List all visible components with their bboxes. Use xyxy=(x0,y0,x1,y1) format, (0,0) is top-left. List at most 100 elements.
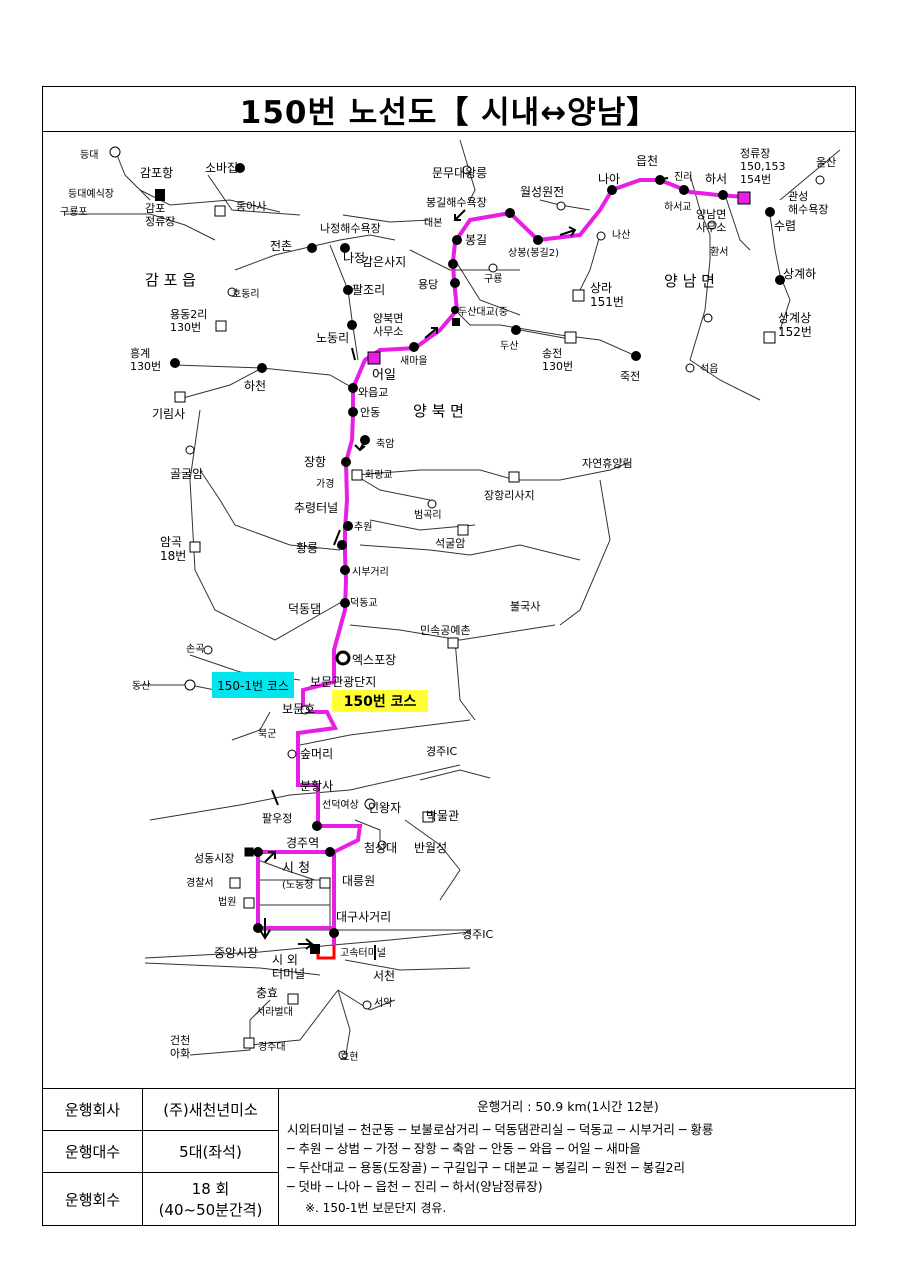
stop-hwangryong[interactable] xyxy=(337,540,347,550)
map-label-jukjeon: 죽전 xyxy=(620,370,640,383)
bus-route-150 xyxy=(256,178,746,945)
map-label-seoak: 서악 xyxy=(374,997,392,1009)
map-label-najeong: 나정 xyxy=(343,251,365,265)
map-label-jeonchon: 전촌 xyxy=(270,239,292,253)
map-label-hyohyeon: 효현 xyxy=(340,1051,358,1063)
stop-waeup[interactable] xyxy=(348,383,358,393)
sub-course-label-bg xyxy=(212,672,294,698)
map-label-songok: 손곡 xyxy=(186,643,204,655)
map-label-bomunho: 보문호 xyxy=(282,702,315,716)
sub-course-label: 150-1번 코스 xyxy=(217,679,289,693)
map-label-daereungwon: 대릉원 xyxy=(342,874,375,888)
map-label-sangbong: 상봉(봉길2) xyxy=(508,246,559,259)
stop-naa[interactable] xyxy=(607,185,617,195)
stop-bonggil[interactable] xyxy=(452,235,462,245)
map-label-bulguksa: 불국사 xyxy=(510,600,540,613)
map-label-waeupgyo: 와읍교 xyxy=(358,386,388,399)
stop-sibu[interactable] xyxy=(340,565,350,575)
route-details: 운행거리 : 50.9 km(1시간 12분) 시외터미널 ─ 천군동 ─ 보불… xyxy=(279,1089,855,1225)
stop-sangbong[interactable] xyxy=(533,235,543,245)
stop-janghang[interactable] xyxy=(341,457,351,467)
seongdong-square xyxy=(244,847,254,857)
map-label-nodongni: 노동리 xyxy=(316,331,349,345)
map-label-banwolseong: 반월성 xyxy=(414,841,447,855)
trips-label: 운행회수 xyxy=(43,1173,143,1225)
map-label-eupcheon: 읍천 xyxy=(636,153,658,168)
stop-seongdong[interactable] xyxy=(253,847,263,857)
map-label-sobajip: 소바집 xyxy=(205,161,238,175)
stop-haseo[interactable] xyxy=(718,190,728,200)
map-label-bonggil: 봉길 xyxy=(465,233,487,247)
map-label-ulsan: 울산 xyxy=(816,156,836,169)
map-label-gyeongju_st: 경주역 xyxy=(286,836,319,850)
map-label-dongsan: 동산 xyxy=(132,680,150,692)
route-line-2: ─ 추원 ─ 상범 ─ 가정 ─ 장항 ─ 축암 ─ 안동 ─ 와읍 ─ 어일 … xyxy=(287,1141,641,1156)
trips-interval: (40~50분간격) xyxy=(158,1201,263,1219)
stop-gyeongju-st[interactable] xyxy=(325,847,335,857)
stop-chugam[interactable] xyxy=(360,435,370,445)
stop-saemaeul[interactable] xyxy=(409,342,419,352)
map-label-deungdaesingseok: 등대예식장 xyxy=(68,188,114,200)
stop-jinri[interactable] xyxy=(679,185,689,195)
map-label-yangnam: 양 남 면 xyxy=(664,272,715,290)
map-label-deokdonggyo: 덕동교 xyxy=(350,597,378,609)
map-label-deungdae: 등대 xyxy=(80,149,98,161)
main-course-label: 150번 코스 xyxy=(344,694,417,710)
stop-yongdang[interactable] xyxy=(450,278,460,288)
map-label-jungang: 중앙시장 xyxy=(214,946,258,960)
main-course-label-bg xyxy=(332,690,428,712)
map-label-seondeok: 선덕여상 xyxy=(322,799,359,811)
operator-label: 운행회사 xyxy=(43,1089,143,1131)
map-label-hwanseo: 환서 xyxy=(710,246,728,258)
stop-wolseong[interactable] xyxy=(505,208,515,218)
map-label-gagyeong: 가경 xyxy=(316,477,334,490)
map-label-gyeongjudae: 경주대 xyxy=(258,1040,286,1053)
map-label-supmeori: 숲머리 xyxy=(300,747,333,761)
stop-terminal[interactable] xyxy=(329,928,339,938)
stop-gameunsaji[interactable] xyxy=(448,259,458,269)
stop-andong[interactable] xyxy=(348,407,358,417)
stop-deokdong[interactable] xyxy=(340,598,350,608)
dusan-square xyxy=(452,318,460,326)
bus-stops xyxy=(170,163,785,938)
stop-palucheong[interactable] xyxy=(312,821,322,831)
route-note: ※. 150-1번 보문단지 경유. xyxy=(305,1201,447,1215)
map-label-chunghyo: 충효 xyxy=(256,986,278,1000)
stop-chuwon[interactable] xyxy=(343,521,353,531)
map-label-sureom: 수렴 xyxy=(774,219,796,233)
route-line-4: ─ 덧바 ─ 나아 ─ 읍천 ─ 진리 ─ 하서(양남정류장) xyxy=(287,1179,543,1194)
map-label-andong: 안동 xyxy=(360,406,380,419)
map-label-gupo: 구룡포 xyxy=(60,206,88,218)
haseo-terminal-square xyxy=(737,191,751,205)
stop-dusan[interactable] xyxy=(451,306,459,314)
map-label-bonggil_beach: 봉길해수욕장 xyxy=(426,195,487,209)
map-label-hwangryong: 황룡 xyxy=(296,541,318,555)
terminal-square xyxy=(310,944,320,954)
map-label-haseo: 하서 xyxy=(705,172,727,186)
map-label-beomgokri: 범곡리 xyxy=(414,509,442,521)
trips-value: 18 회 (40~50분간격) xyxy=(143,1173,279,1225)
map-label-daegu_junction: 대구사거리 xyxy=(336,910,391,924)
map-label-dusandaegyo: 두산대교(중 xyxy=(458,306,508,318)
map-label-gampohang: 감포항 xyxy=(140,166,173,180)
eoil-square xyxy=(367,351,381,365)
map-label-folkcraft: 민속공예촌 xyxy=(420,624,471,637)
map-label-hodongni: 호동리 xyxy=(232,288,260,300)
map-label-natural_forest: 자연휴양림 xyxy=(582,457,633,470)
map-label-churyeong: 추령터널 xyxy=(294,501,338,515)
map-label-seongdong: 성동시장 xyxy=(194,852,234,865)
route-line-3: ─ 두산대교 ─ 용동(도장골) ─ 구길입구 ─ 대본교 ─ 봉길리 ─ 원전… xyxy=(287,1160,686,1175)
stop-eupcheon[interactable] xyxy=(655,175,665,185)
stop-jungang[interactable] xyxy=(253,923,263,933)
map-label-police: 경찰서 xyxy=(186,876,214,889)
